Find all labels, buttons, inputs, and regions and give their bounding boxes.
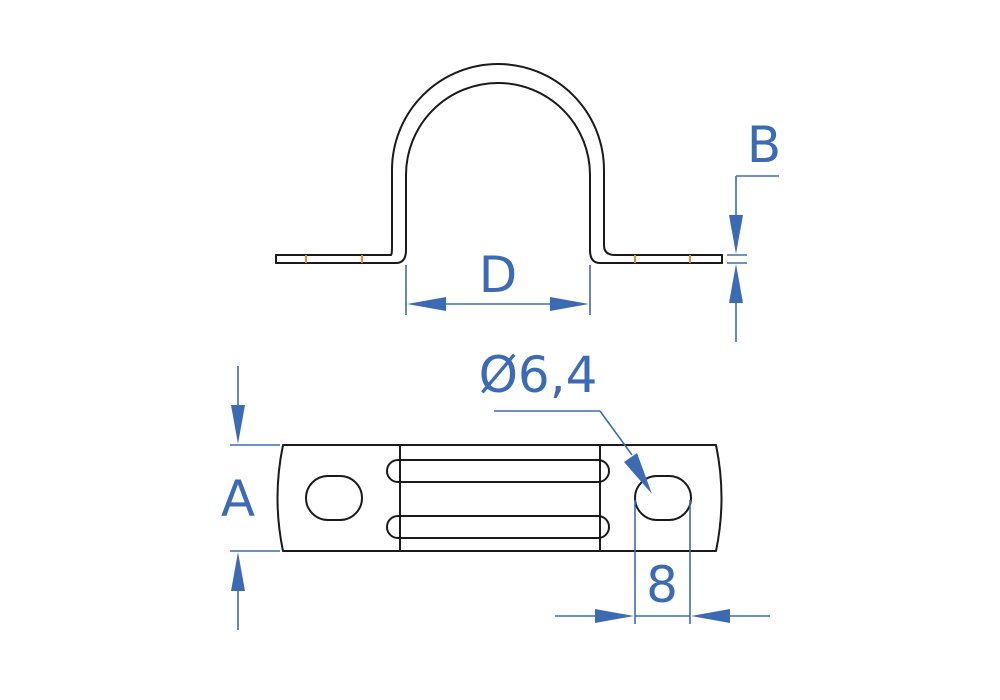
dimension-hole-label: Ø6,4: [479, 346, 598, 404]
rib-top: [386, 459, 610, 483]
clamp-inner-profile: [275, 82, 723, 264]
dimension-8: 8: [555, 500, 770, 624]
top-view: [276, 444, 723, 552]
slot-hole-left: [305, 475, 363, 521]
strap-outline: [276, 444, 723, 552]
dimension-d: D: [405, 246, 591, 315]
rib-bottom: [386, 515, 610, 539]
side-view: [275, 63, 723, 264]
dimension-a: A: [221, 366, 280, 630]
dimension-b-label: B: [747, 116, 781, 174]
dimension-d-label: D: [479, 246, 518, 304]
dimension-b: B: [727, 116, 781, 342]
dimension-a-label: A: [221, 470, 255, 528]
dimension-hole: Ø6,4: [479, 346, 652, 494]
clamp-outer-profile: [275, 63, 723, 256]
dimension-8-label: 8: [646, 556, 678, 614]
